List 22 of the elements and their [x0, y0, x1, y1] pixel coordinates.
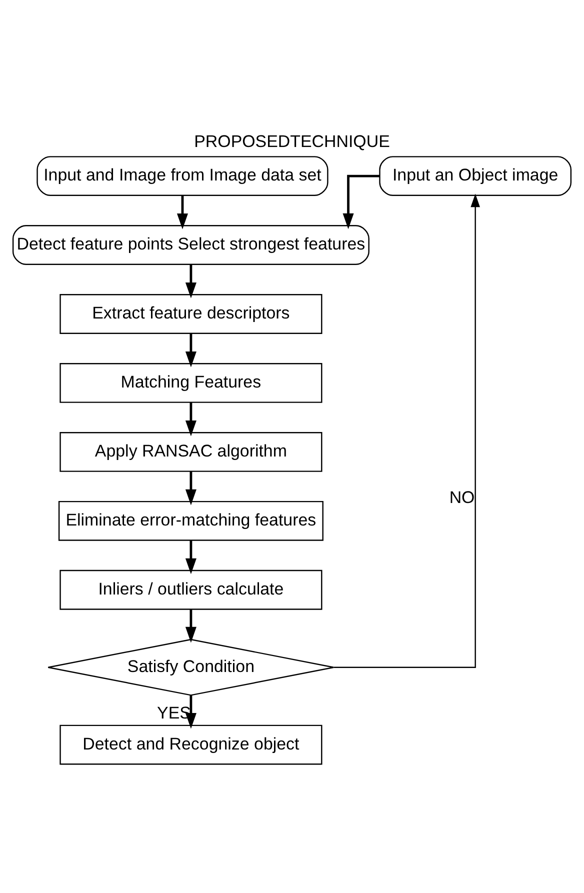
node-box: Matching Features	[60, 363, 322, 403]
arrow	[342, 174, 380, 230]
arrow	[185, 695, 196, 729]
node-box: Eliminate error-matching features	[58, 500, 324, 541]
arrow	[176, 196, 188, 230]
arrow	[185, 540, 196, 574]
node-box: Extract feature descriptors	[60, 294, 322, 334]
arrow	[185, 609, 196, 643]
node-diamond: Satisfy Condition	[48, 638, 334, 696]
node-box: Inliers / outliers calculate	[60, 570, 322, 610]
node-box: Detect and Recognize object	[60, 724, 322, 765]
node-box: Input and Image from Image data set	[36, 156, 328, 196]
edge-label: NO	[449, 488, 475, 507]
arrow	[185, 264, 196, 298]
node-box: Detect feature points Select strongest features	[12, 225, 370, 265]
node-box: Apply RANSAC algorithm	[60, 432, 322, 472]
arrow	[185, 472, 196, 506]
node-box: Input an Object image	[379, 156, 572, 196]
arrow	[185, 334, 196, 368]
diagram-title: PROPOSEDTECHNIQUE	[194, 132, 390, 152]
arrow	[334, 194, 480, 668]
arrow	[185, 402, 196, 436]
